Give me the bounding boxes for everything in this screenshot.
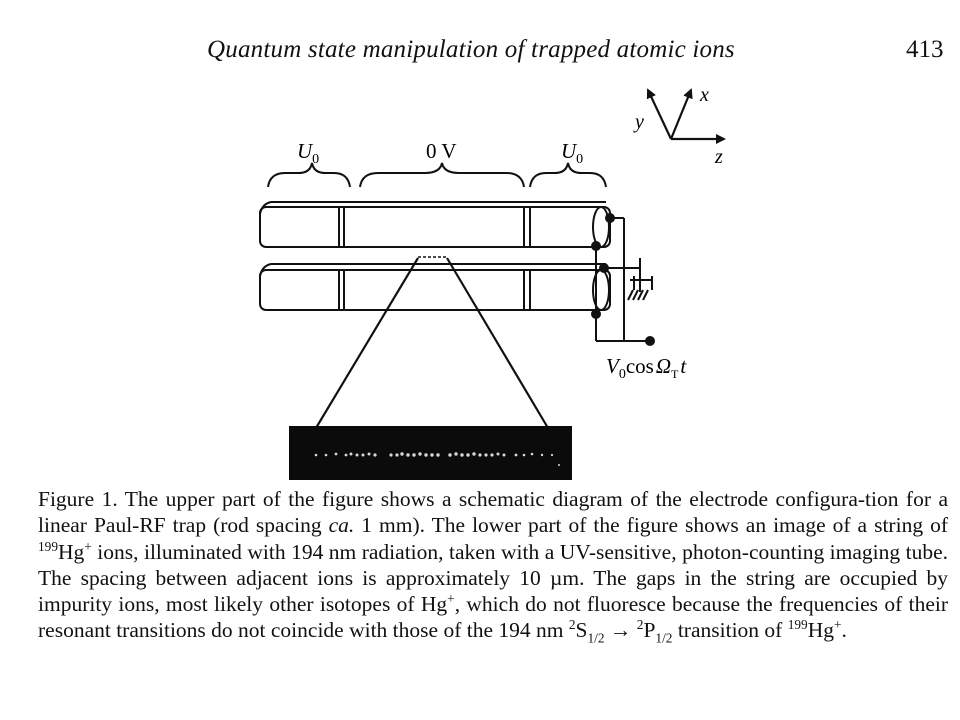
segment-label-center: 0 V: [426, 139, 457, 163]
ion-string-image: [289, 426, 572, 480]
axis-label-y: y: [633, 111, 644, 133]
page-header: Quantum state manipulation of trapped at…: [0, 36, 960, 68]
segment-label-right: U0: [561, 139, 583, 167]
axis-label-z: z: [714, 146, 723, 168]
electrode-rods: [259, 201, 611, 311]
projection-line-right: [446, 257, 549, 429]
figure-caption: Figure 1. The upper part of the figure s…: [38, 487, 948, 646]
axes-icon: [646, 88, 726, 144]
ground-icon: [627, 276, 653, 301]
rf-wiring: [595, 217, 650, 342]
axis-label-x: x: [699, 84, 709, 106]
page-number: 413: [906, 36, 944, 63]
running-title: Quantum state manipulation of trapped at…: [207, 36, 735, 63]
segment-label-left: U0: [297, 139, 319, 167]
wire-junctions: [591, 213, 655, 346]
rf-voltage-label: V0cosΩTt: [606, 354, 687, 382]
segment-braces: [267, 162, 607, 188]
projection-line-left: [315, 257, 419, 429]
